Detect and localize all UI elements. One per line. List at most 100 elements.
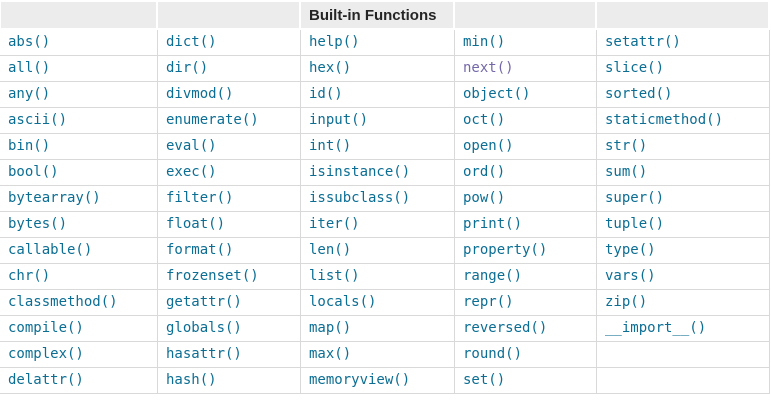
table-cell: ascii() bbox=[0, 108, 158, 134]
table-cell: bytearray() bbox=[0, 186, 158, 212]
function-link[interactable]: eval() bbox=[166, 138, 217, 154]
header-cell-4 bbox=[455, 0, 597, 30]
function-link[interactable]: range() bbox=[463, 268, 523, 284]
function-link[interactable]: compile() bbox=[8, 320, 84, 336]
function-link[interactable]: enumerate() bbox=[166, 112, 259, 128]
function-link[interactable]: classmethod() bbox=[8, 294, 118, 310]
function-link[interactable]: pow() bbox=[463, 190, 506, 206]
function-link[interactable]: bin() bbox=[8, 138, 51, 154]
header-cell-2 bbox=[158, 0, 301, 30]
function-link[interactable]: iter() bbox=[309, 216, 360, 232]
function-link[interactable]: __import__() bbox=[605, 320, 707, 336]
table-row: any() divmod() id() object() sorted() bbox=[0, 82, 770, 108]
function-link[interactable]: staticmethod() bbox=[605, 112, 724, 128]
table-cell: help() bbox=[301, 30, 455, 56]
function-link[interactable]: globals() bbox=[166, 320, 242, 336]
function-link[interactable]: divmod() bbox=[166, 86, 234, 102]
function-link[interactable]: dict() bbox=[166, 34, 217, 50]
function-link[interactable]: super() bbox=[605, 190, 665, 206]
function-link[interactable]: print() bbox=[463, 216, 523, 232]
function-link[interactable]: repr() bbox=[463, 294, 514, 310]
table-cell: memoryview() bbox=[301, 368, 455, 394]
table-cell: input() bbox=[301, 108, 455, 134]
function-link[interactable]: set() bbox=[463, 372, 506, 388]
function-link[interactable]: reversed() bbox=[463, 320, 548, 336]
function-link[interactable]: filter() bbox=[166, 190, 234, 206]
function-link[interactable]: tuple() bbox=[605, 216, 665, 232]
table-cell: abs() bbox=[0, 30, 158, 56]
function-link[interactable]: input() bbox=[309, 112, 369, 128]
function-link[interactable]: ascii() bbox=[8, 112, 68, 128]
function-link[interactable]: callable() bbox=[8, 242, 93, 258]
function-link[interactable]: memoryview() bbox=[309, 372, 411, 388]
table-cell: vars() bbox=[597, 264, 770, 290]
function-link[interactable]: slice() bbox=[605, 60, 665, 76]
function-link[interactable]: vars() bbox=[605, 268, 656, 284]
function-link[interactable]: list() bbox=[309, 268, 360, 284]
table-cell: map() bbox=[301, 316, 455, 342]
function-link[interactable]: len() bbox=[309, 242, 352, 258]
table-cell: range() bbox=[455, 264, 597, 290]
table-cell: max() bbox=[301, 342, 455, 368]
function-link[interactable]: delattr() bbox=[8, 372, 84, 388]
table-cell: filter() bbox=[158, 186, 301, 212]
function-link[interactable]: complex() bbox=[8, 346, 84, 362]
table-row: delattr() hash() memoryview() set() bbox=[0, 368, 770, 394]
function-link[interactable]: bytes() bbox=[8, 216, 68, 232]
table-cell: issubclass() bbox=[301, 186, 455, 212]
table-row: chr() frozenset() list() range() vars() bbox=[0, 264, 770, 290]
function-link[interactable]: chr() bbox=[8, 268, 51, 284]
function-link[interactable]: getattr() bbox=[166, 294, 242, 310]
function-link[interactable]: any() bbox=[8, 86, 51, 102]
function-link[interactable]: float() bbox=[166, 216, 226, 232]
function-link[interactable]: all() bbox=[8, 60, 51, 76]
table-title: Built-in Functions bbox=[301, 0, 455, 30]
function-link[interactable]: max() bbox=[309, 346, 352, 362]
function-link[interactable]: dir() bbox=[166, 60, 209, 76]
table-cell: locals() bbox=[301, 290, 455, 316]
function-link[interactable]: help() bbox=[309, 34, 360, 50]
table-cell: setattr() bbox=[597, 30, 770, 56]
function-link[interactable]: int() bbox=[309, 138, 352, 154]
table-cell: all() bbox=[0, 56, 158, 82]
table-cell: tuple() bbox=[597, 212, 770, 238]
table-cell: min() bbox=[455, 30, 597, 56]
function-link[interactable]: str() bbox=[605, 138, 648, 154]
table-cell: classmethod() bbox=[0, 290, 158, 316]
function-link[interactable]: sorted() bbox=[605, 86, 673, 102]
table-cell: bytes() bbox=[0, 212, 158, 238]
function-link[interactable]: bool() bbox=[8, 164, 59, 180]
function-link[interactable]: isinstance() bbox=[309, 164, 411, 180]
table-row: classmethod() getattr() locals() repr() zip(… bbox=[0, 290, 770, 316]
table-row: bytearray() filter() issubclass() pow() supe… bbox=[0, 186, 770, 212]
function-link[interactable]: abs() bbox=[8, 34, 51, 50]
function-link[interactable]: hex() bbox=[309, 60, 352, 76]
function-link[interactable]: exec() bbox=[166, 164, 217, 180]
function-link[interactable]: type() bbox=[605, 242, 656, 258]
function-link[interactable]: frozenset() bbox=[166, 268, 259, 284]
function-link[interactable]: format() bbox=[166, 242, 234, 258]
table-body: abs() dict() help() min() setattr() all() dir(… bbox=[0, 30, 770, 394]
table-cell: divmod() bbox=[158, 82, 301, 108]
function-link[interactable]: oct() bbox=[463, 112, 506, 128]
table-cell: any() bbox=[0, 82, 158, 108]
function-link[interactable]: min() bbox=[463, 34, 506, 50]
function-link[interactable]: ord() bbox=[463, 164, 506, 180]
function-link[interactable]: next() bbox=[463, 60, 514, 76]
function-link[interactable]: setattr() bbox=[605, 34, 681, 50]
table-row: complex() hasattr() max() round() bbox=[0, 342, 770, 368]
function-link[interactable]: sum() bbox=[605, 164, 648, 180]
function-link[interactable]: bytearray() bbox=[8, 190, 101, 206]
function-link[interactable]: id() bbox=[309, 86, 343, 102]
function-link[interactable]: object() bbox=[463, 86, 531, 102]
function-link[interactable]: hash() bbox=[166, 372, 217, 388]
function-link[interactable]: issubclass() bbox=[309, 190, 411, 206]
function-link[interactable]: property() bbox=[463, 242, 548, 258]
function-link[interactable]: hasattr() bbox=[166, 346, 242, 362]
function-link[interactable]: map() bbox=[309, 320, 352, 336]
function-link[interactable]: zip() bbox=[605, 294, 648, 310]
table-row: callable() format() len() property() type() bbox=[0, 238, 770, 264]
function-link[interactable]: round() bbox=[463, 346, 523, 362]
function-link[interactable]: open() bbox=[463, 138, 514, 154]
function-link[interactable]: locals() bbox=[309, 294, 377, 310]
